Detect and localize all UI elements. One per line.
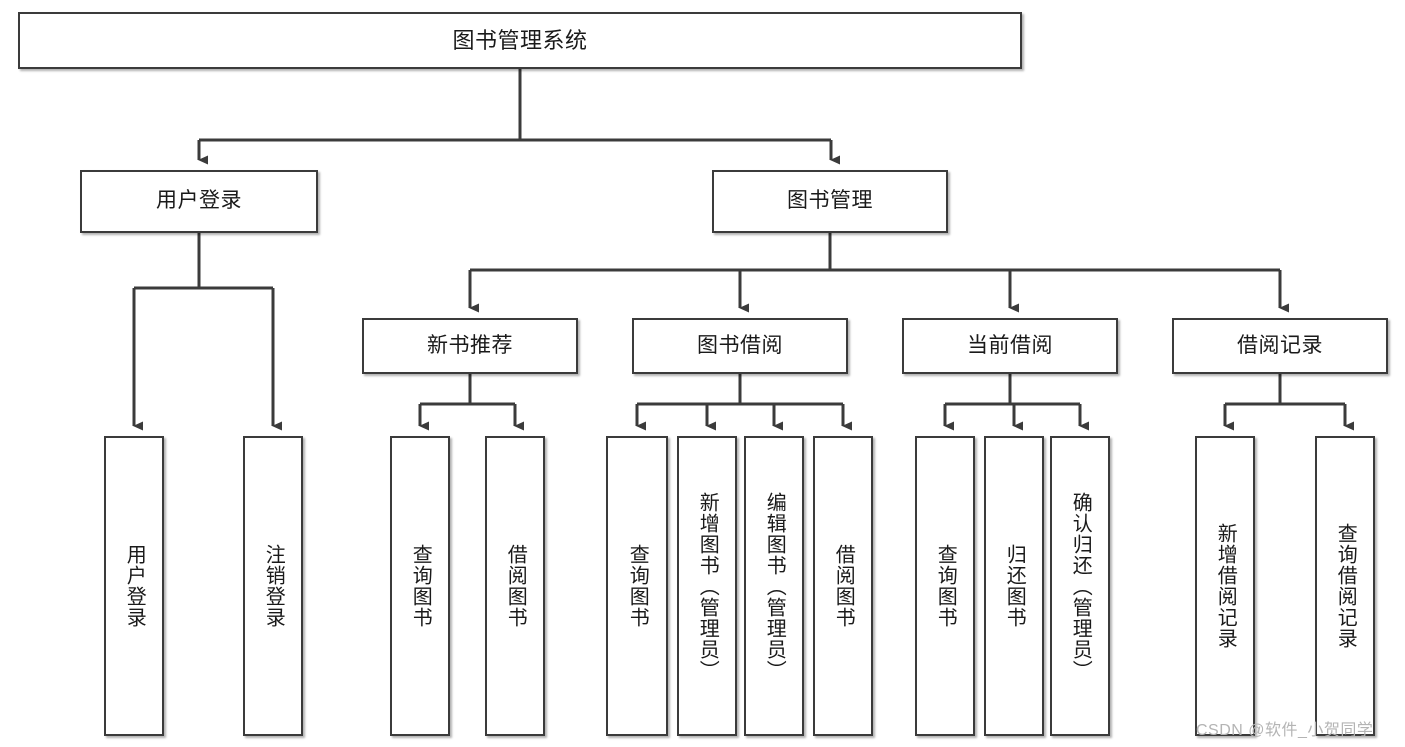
node-leaf-cb-return-label: 归还图书 xyxy=(1003,544,1026,628)
node-leaf-cb-query[interactable]: 查询图书 xyxy=(915,436,975,736)
node-leaf-br-add-label: 新增借阅记录 xyxy=(1214,523,1237,649)
node-leaf-br-add[interactable]: 新增借阅记录 xyxy=(1195,436,1255,736)
node-leaf-bb-borrow-label: 借阅图书 xyxy=(832,544,855,628)
node-leaf-rec-query[interactable]: 查询图书 xyxy=(390,436,450,736)
node-leaf-cb-confirm[interactable]: 确认归还（管理员） xyxy=(1050,436,1110,736)
node-leaf-cb-query-label: 查询图书 xyxy=(934,544,957,628)
node-root-label: 图书管理系统 xyxy=(452,27,588,53)
node-book-manage[interactable]: 图书管理 xyxy=(712,170,948,233)
node-leaf-bb-add[interactable]: 新增图书（管理员） xyxy=(677,436,737,736)
node-leaf-user-login-label: 用户登录 xyxy=(123,544,146,628)
node-leaf-br-query[interactable]: 查询借阅记录 xyxy=(1315,436,1375,736)
node-leaf-rec-borrow-label: 借阅图书 xyxy=(504,544,527,628)
node-book-borrow[interactable]: 图书借阅 xyxy=(632,318,848,374)
node-leaf-bb-add-label: 新增图书（管理员） xyxy=(696,491,719,681)
node-leaf-user-login[interactable]: 用户登录 xyxy=(104,436,164,736)
node-root[interactable]: 图书管理系统 xyxy=(18,12,1022,69)
node-leaf-bb-borrow[interactable]: 借阅图书 xyxy=(813,436,873,736)
node-book-manage-label: 图书管理 xyxy=(787,189,873,213)
node-current-borrow[interactable]: 当前借阅 xyxy=(902,318,1118,374)
node-user-login[interactable]: 用户登录 xyxy=(80,170,318,233)
node-book-borrow-label: 图书借阅 xyxy=(697,333,783,357)
node-borrow-record[interactable]: 借阅记录 xyxy=(1172,318,1388,374)
node-leaf-bb-edit[interactable]: 编辑图书（管理员） xyxy=(744,436,804,736)
node-leaf-br-query-label: 查询借阅记录 xyxy=(1334,523,1357,649)
node-current-borrow-label: 当前借阅 xyxy=(967,333,1053,357)
node-leaf-bb-edit-label: 编辑图书（管理员） xyxy=(763,491,786,681)
node-leaf-bb-query-label: 查询图书 xyxy=(626,544,649,628)
node-leaf-cb-return[interactable]: 归还图书 xyxy=(984,436,1044,736)
node-leaf-rec-query-label: 查询图书 xyxy=(409,544,432,628)
node-new-book-rec-label: 新书推荐 xyxy=(427,333,513,357)
node-leaf-bb-query[interactable]: 查询图书 xyxy=(606,436,668,736)
node-new-book-rec[interactable]: 新书推荐 xyxy=(362,318,578,374)
node-leaf-user-logout[interactable]: 注销登录 xyxy=(243,436,303,736)
watermark-text: CSDN @软件_小贺同学 xyxy=(1196,722,1374,739)
node-leaf-cb-confirm-label: 确认归还（管理员） xyxy=(1069,491,1092,681)
node-user-login-label: 用户登录 xyxy=(156,189,242,213)
node-leaf-rec-borrow[interactable]: 借阅图书 xyxy=(485,436,545,736)
node-borrow-record-label: 借阅记录 xyxy=(1237,333,1323,357)
node-leaf-user-logout-label: 注销登录 xyxy=(262,544,285,628)
